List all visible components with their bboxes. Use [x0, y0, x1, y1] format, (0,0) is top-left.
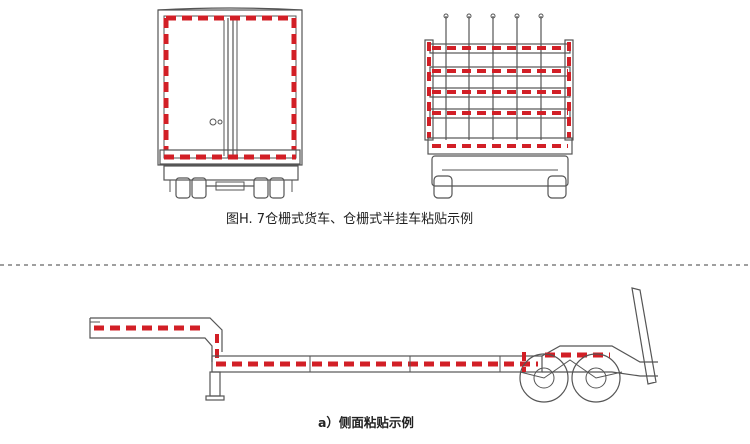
gooseneck-bottom — [89, 318, 213, 362]
rear-sill — [159, 149, 301, 165]
gooseneck-top — [90, 317, 223, 352]
wheel-left-2 — [191, 177, 207, 199]
cage-wheel-left — [433, 175, 453, 199]
truck-roof-arc — [157, 7, 303, 11]
caption-bottom: a）侧面粘贴示例 — [318, 415, 414, 430]
caption-top: 图H. 7仓栅式货车、仓栅式半挂车粘贴示例 — [226, 212, 474, 227]
suspension — [519, 359, 623, 379]
wheel-right-2 — [269, 177, 285, 199]
rear-deck-bottom — [542, 371, 658, 377]
truck-door-frame — [163, 15, 297, 159]
trailer-wheels — [519, 353, 621, 403]
cage-wheel-right — [547, 175, 567, 199]
cage-posts — [443, 13, 544, 140]
rear-bumper — [163, 165, 299, 181]
wheel-left-1 — [175, 177, 191, 199]
door-handle — [209, 118, 217, 126]
differential — [215, 181, 245, 191]
door-handle-2 — [217, 119, 223, 125]
semi-trailer-side-view — [89, 287, 658, 403]
tailgate — [427, 137, 573, 155]
cage-truck-rear-view — [424, 13, 574, 199]
cage-post-right — [564, 39, 574, 141]
cage-rails — [429, 43, 571, 119]
lowbed-deck — [211, 355, 543, 373]
cage-chassis — [431, 155, 569, 187]
landing-leg — [209, 371, 221, 397]
landing-foot — [205, 395, 225, 401]
deck-crossmembers — [309, 356, 501, 372]
truck-body-outline — [157, 9, 303, 166]
cage-rail-tapes — [432, 46, 568, 115]
rear-deck-top — [541, 345, 658, 363]
rear-ramp — [631, 287, 657, 385]
wheel-right-1 — [253, 177, 269, 199]
box-truck-rear-view — [157, 7, 303, 199]
